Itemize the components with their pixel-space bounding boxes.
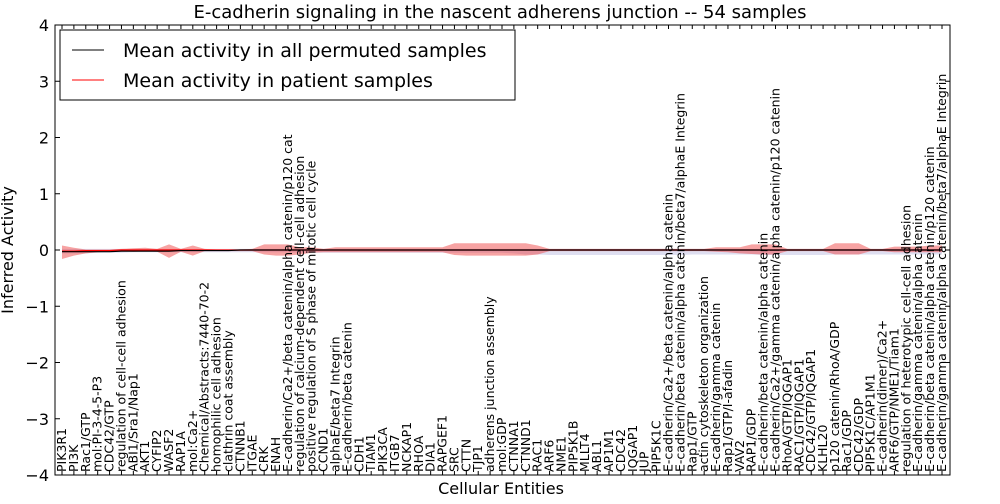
x-tick-label: E-cadherin/Ca2+/beta catenin/alpha caten… (280, 134, 295, 472)
x-tick-label: mol:GDP (494, 417, 509, 472)
x-tick-label: mol:Ca2+ (185, 410, 200, 472)
y-axis: −4 −3 −2 −1 0 1 2 3 4 (25, 16, 950, 485)
x-tick-label: PIK3CA (375, 427, 390, 472)
x-tick-label: PIP5K1C (649, 420, 664, 472)
x-tick-label: TJP1 (470, 445, 485, 473)
x-tick-label: IQGAP1 (625, 425, 640, 472)
x-tick-label: WASF2 (161, 429, 176, 472)
x-tick-label: ARF6/GTP/NME1/Tiam1 (886, 328, 901, 472)
y-tick-label: 1 (39, 185, 49, 204)
legend: Mean activity in all permuted samples Me… (59, 29, 516, 101)
y-tick-label: −3 (25, 410, 49, 429)
x-tick-label: Rap1/GTP (684, 411, 699, 472)
x-tick-label: RHOA (411, 435, 426, 472)
x-tick-label: CTNND1 (518, 419, 533, 472)
series-line-permuted (62, 249, 942, 253)
x-tick-label: E-cadherin/gamma catenin (708, 303, 723, 472)
x-tick-label: TIAM1 (363, 433, 378, 473)
x-tick-label: Rac1/GDP (839, 410, 854, 472)
x-axis-label: Cellular Entities (438, 479, 564, 498)
x-tick-label: SRC (446, 447, 461, 472)
x-tick-label: E-cadherin/Ca2+/gamma catenin/alpha cate… (768, 88, 783, 472)
y-tick-label: 2 (39, 129, 49, 148)
x-tick-label: p120 catenin/RhoA/GDP (827, 321, 842, 472)
x-tick-label: ITGB7 (387, 434, 402, 472)
x-tick-label: ARF6 (542, 440, 557, 472)
x-tick-label: DIA1 (423, 442, 438, 472)
y-tick-label: −4 (25, 466, 49, 485)
x-tick-label: E-cadherin/gamma catenin/alpha catenin (910, 213, 925, 472)
y-axis-label: Inferred Activity (0, 186, 17, 314)
x-tick-label: E-cadherin/beta catenin (339, 322, 354, 472)
x-tick-label: Rap1/GTP/I-afadin (720, 360, 735, 472)
x-tick-label: E-cadherin(dimer)/Ca2+ (875, 320, 890, 472)
y-tick-label: −1 (25, 297, 49, 316)
x-tick-label: RAPGEF1 (435, 415, 450, 472)
x-tick-label: AKT1 (137, 441, 152, 472)
x-tick-label: CCND1 (316, 428, 331, 472)
x-tick-label: NME1 (553, 436, 568, 472)
x-tick-label: CDC42/GTP/IQGAP1 (803, 349, 818, 472)
x-tick-label: E-cadherin/gamma catenin/alpha catenin/b… (934, 74, 949, 472)
legend-label-permuted: Mean activity in all permuted samples (123, 40, 486, 62)
legend-box (59, 29, 516, 101)
x-tick-label: regulation of heterotypic cell-cell adhe… (898, 205, 913, 472)
x-tick-label: ABI1/Sra1/Nap1 (125, 373, 140, 472)
x-tick-label: VAV2 (732, 440, 747, 472)
x-tick-label: ABL1 (589, 440, 604, 472)
x-tick-label: Rac1/GTP (78, 412, 93, 472)
series-lines (62, 249, 942, 253)
x-tick-label: CDC42 (613, 429, 628, 472)
x-axis: PIK3R1PI3KRac1/GTPmol:PI-3-4-5-P3CDC42/G… (54, 25, 949, 475)
x-tick-label: PIP5K1B (565, 421, 580, 472)
x-tick-label: RAC1 (530, 439, 545, 472)
x-tick-label: alphaE/beta7 Integrin (328, 336, 343, 472)
x-tick-label: CDH1 (351, 436, 366, 472)
x-tick-label: E-cadherin/beta catenin/alpha catenin (756, 233, 771, 472)
x-tick-label: ITGAE (244, 434, 259, 472)
x-tick-label: CDC42/GDP (851, 397, 866, 472)
x-tick-label: KLHL20 (815, 425, 830, 472)
x-tick-label: clathrin coat assembly (220, 330, 235, 472)
y-tick-label: −2 (25, 354, 49, 373)
x-tick-label: NCKAP1 (399, 422, 414, 472)
x-tick-label: E-cadherin/beta catenin/alpha catenin/be… (672, 93, 687, 472)
x-tick-label: CTNNA1 (506, 420, 521, 472)
x-tick-label: RAC1/GTP/IQGAP1 (791, 359, 806, 472)
legend-label-patient: Mean activity in patient samples (123, 70, 433, 92)
y-tick-label: 4 (39, 16, 49, 35)
x-tick-label: Chemical/Abstracts:7440-70-2 (197, 282, 212, 472)
x-tick-label: RAP1/GDP (744, 408, 759, 472)
y-tick-label: 3 (39, 72, 49, 91)
x-tick-label: CDC42/GTP (102, 400, 117, 472)
x-tick-label: MLLT4 (577, 433, 592, 472)
x-tick-label: regulation of cell-cell adhesion (113, 280, 128, 472)
x-tick-label: JUP (637, 451, 652, 473)
x-tick-label: positive regulation of S phase of mitoti… (304, 160, 319, 472)
x-tick-label: E-cadherin/Ca2+/beta catenin/alpha caten… (660, 194, 675, 472)
x-tick-label: CRK (256, 446, 271, 472)
x-tick-label: homophilic cell adhesion (209, 317, 224, 472)
x-tick-label: RhoA/GTP/IQGAP1 (779, 359, 794, 472)
x-tick-label: AP1M1 (601, 429, 616, 472)
y-tick-label: 0 (39, 241, 49, 260)
x-tick-label: adherens junction assembly (482, 296, 497, 472)
chart-title: E-cadherin signaling in the nascent adhe… (193, 2, 806, 23)
x-tick-label: PIP5K1C/AP1M1 (863, 373, 878, 472)
x-tick-label: PI3K (66, 444, 81, 472)
x-tick-label: mol:PI-3-4-5-P3 (90, 376, 105, 472)
band-patient (62, 243, 942, 259)
x-tick-label: regulation of calcium-dependent cell-cel… (292, 156, 307, 472)
x-tick-label: RAP1A (173, 431, 188, 472)
x-tick-label: ENAH (268, 437, 283, 472)
x-tick-label: CTTN (458, 439, 473, 472)
x-tick-label: CYFIP2 (149, 429, 164, 472)
x-tick-label: PIK3R1 (54, 428, 69, 472)
x-tick-label: CTNNB1 (232, 420, 247, 472)
x-tick-label: actin cytoskeleton organization (696, 276, 711, 472)
x-tick-label: E-cadherin/beta catenin/alpha catenin/p1… (922, 146, 937, 472)
